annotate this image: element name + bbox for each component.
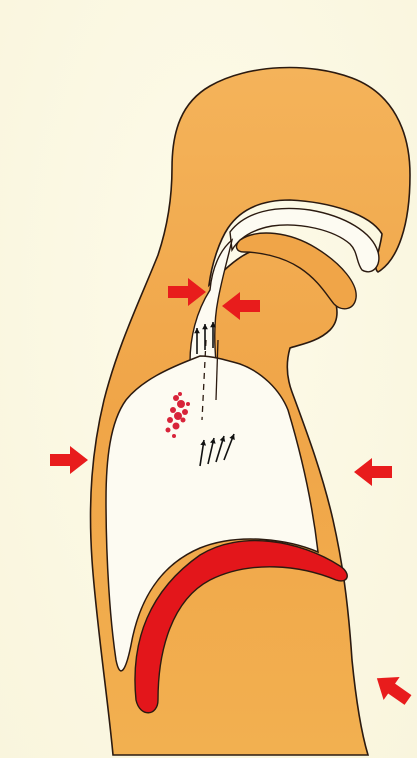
red-arrow-right-abdomen-icon — [369, 667, 416, 712]
red-arrow-right-chest-icon — [354, 458, 392, 486]
red-arrow-left-chest-icon — [50, 446, 88, 474]
